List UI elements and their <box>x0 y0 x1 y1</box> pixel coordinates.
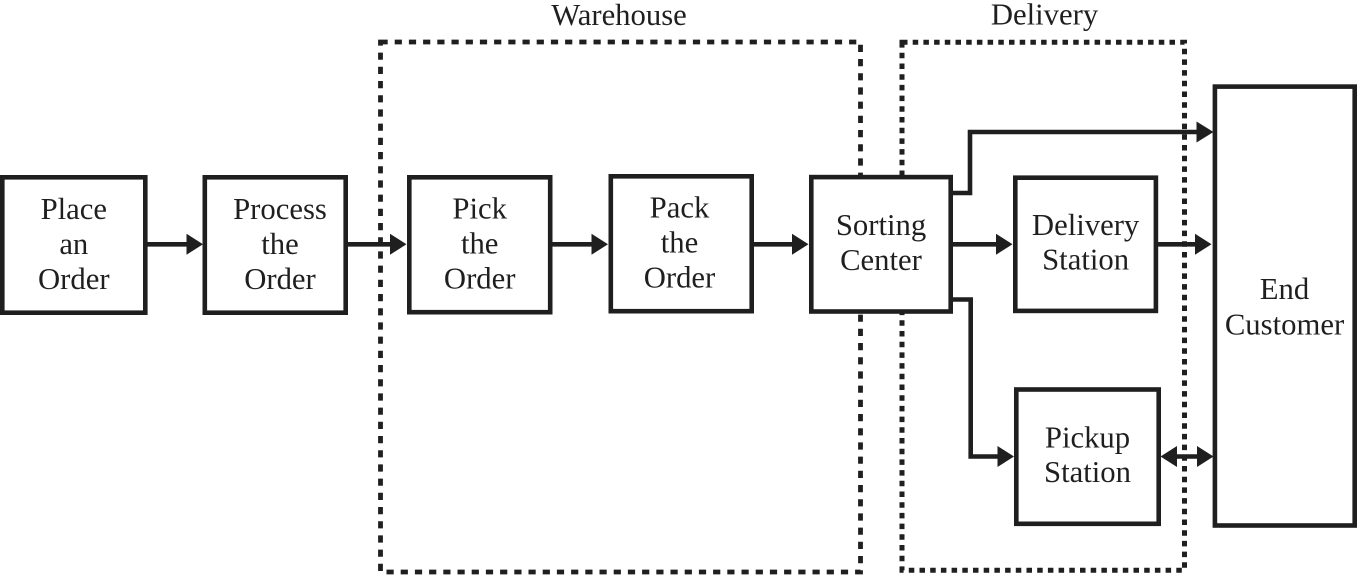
svg-text:Pickup: Pickup <box>1045 421 1130 455</box>
svg-text:Station: Station <box>1042 243 1129 277</box>
svg-text:Station: Station <box>1044 455 1131 489</box>
svg-text:an: an <box>59 227 88 261</box>
svg-text:Customer: Customer <box>1225 308 1344 342</box>
svg-text:the: the <box>661 226 699 260</box>
svg-text:the: the <box>261 227 299 261</box>
svg-text:Pack: Pack <box>650 191 710 225</box>
svg-text:Order: Order <box>644 261 716 295</box>
svg-text:Pick: Pick <box>452 192 507 226</box>
svg-text:Order: Order <box>38 262 110 296</box>
svg-text:Delivery: Delivery <box>991 0 1099 32</box>
svg-text:the: the <box>461 227 499 261</box>
svg-text:Center: Center <box>840 243 922 277</box>
svg-text:Process: Process <box>233 192 327 226</box>
svg-text:Place: Place <box>41 192 107 226</box>
svg-text:Sorting: Sorting <box>836 208 926 242</box>
svg-text:Warehouse: Warehouse <box>551 0 687 32</box>
svg-text:End: End <box>1260 272 1309 306</box>
svg-text:Delivery: Delivery <box>1032 208 1140 242</box>
svg-text:Order: Order <box>244 262 316 296</box>
svg-text:Order: Order <box>444 262 516 296</box>
